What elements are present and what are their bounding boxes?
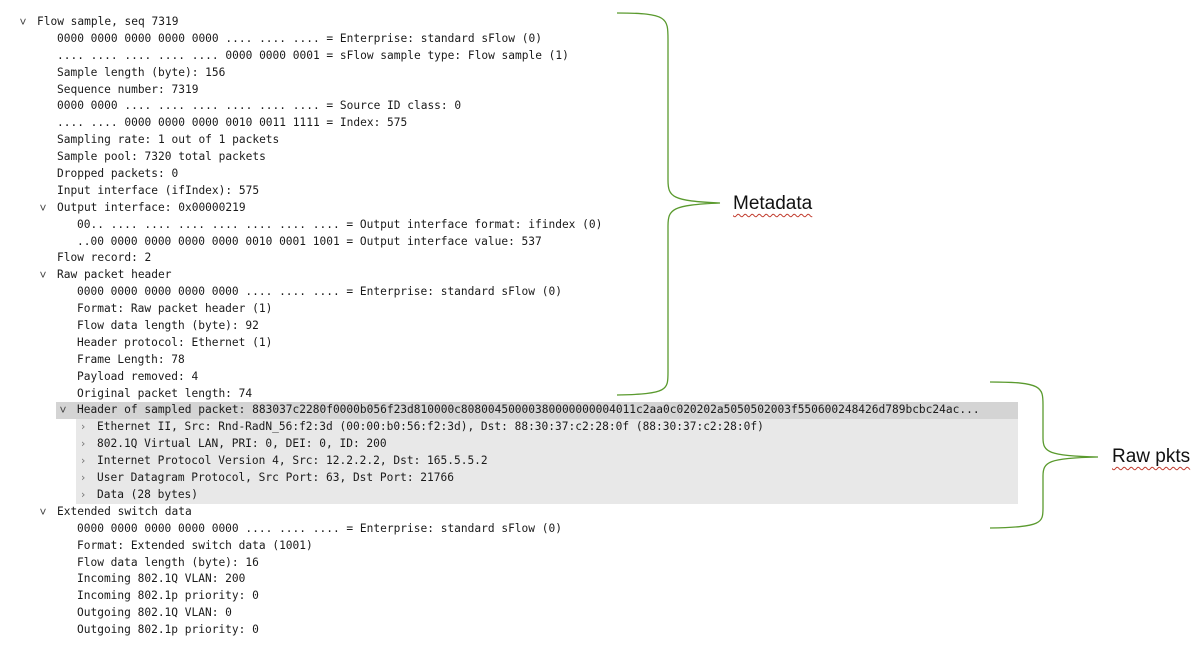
tree-node-label: .... .... .... .... .... 0000 0000 0001 …: [57, 48, 569, 62]
tree-field-row[interactable]: Flow record: 2: [0, 250, 1020, 267]
tree-node-label: Frame Length: 78: [77, 352, 185, 366]
tree-field-row[interactable]: Flow data length (byte): 92: [0, 318, 1020, 335]
tree-node-label: User Datagram Protocol, Src Port: 63, Ds…: [97, 471, 454, 485]
packet-details-tree: ˅ Flow sample, seq 7319 0000 0000 0000 000…: [0, 14, 1020, 639]
tree-field-row[interactable]: Outgoing 802.1p priority: 0: [0, 622, 1020, 639]
tree-field-row[interactable]: Original packet length: 74: [0, 386, 1020, 403]
tree-node-label: .... .... 0000 0000 0000 0010 0011 1111 …: [57, 116, 408, 130]
tree-node-row[interactable]: ˅ Header of sampled packet: 883037c2280f0…: [56, 402, 1018, 420]
tree-node-label: Format: Raw packet header (1): [77, 302, 273, 316]
tree-node-row[interactable]: › 802.1Q Virtual LAN, PRI: 0, DEI: 0, ID:…: [76, 436, 1018, 454]
tree-node-label: Flow sample, seq 7319: [37, 15, 179, 28]
tree-node-row[interactable]: ˅ Flow sample, seq 7319: [0, 14, 1020, 31]
tree-field-row[interactable]: Incoming 802.1p priority: 0: [0, 588, 1020, 605]
tree-node-label: 00.. .... .... .... .... .... .... .... …: [77, 217, 603, 231]
tree-node-row[interactable]: › Internet Protocol Version 4, Src: 12.2.…: [76, 453, 1018, 471]
tree-field-row[interactable]: Sample length (byte): 156: [0, 65, 1020, 82]
chevron-down-icon[interactable]: ˅: [39, 504, 47, 519]
tree-node-label: 0000 0000 .... .... .... .... .... .... …: [57, 99, 462, 113]
tree-field-row[interactable]: 0000 0000 0000 0000 0000 .... .... .... …: [0, 31, 1020, 48]
tree-field-row[interactable]: Payload removed: 4: [0, 369, 1020, 386]
tree-node-label: Data (28 bytes): [97, 487, 199, 501]
tree-node-row[interactable]: ˅ Extended switch data: [0, 504, 1020, 521]
tree-node-label: 0000 0000 0000 0000 0000 .... .... .... …: [77, 285, 562, 299]
tree-field-row[interactable]: Format: Extended switch data (1001): [0, 538, 1020, 555]
tree-field-row[interactable]: .... .... .... .... .... 0000 0000 0001 …: [0, 48, 1020, 65]
tree-node-label: Extended switch data: [57, 504, 192, 518]
tree-field-row[interactable]: 00.. .... .... .... .... .... .... .... …: [0, 217, 1020, 234]
tree-field-row[interactable]: .... .... 0000 0000 0000 0010 0011 1111 …: [0, 115, 1020, 132]
tree-field-row[interactable]: 0000 0000 .... .... .... .... .... .... …: [0, 98, 1020, 115]
tree-node-label: Internet Protocol Version 4, Src: 12.2.2…: [97, 454, 488, 468]
tree-node-label: Flow data length (byte): 92: [77, 319, 259, 333]
tree-field-row[interactable]: Outgoing 802.1Q VLAN: 0: [0, 605, 1020, 622]
tree-field-row[interactable]: Header protocol: Ethernet (1): [0, 335, 1020, 352]
tree-field-row[interactable]: Format: Raw packet header (1): [0, 301, 1020, 318]
chevron-right-icon[interactable]: ›: [79, 487, 87, 501]
chevron-right-icon[interactable]: ›: [79, 454, 87, 468]
tree-node-label: Input interface (ifIndex): 575: [57, 183, 260, 197]
tree-node-label: Original packet length: 74: [77, 386, 253, 400]
tree-node-row[interactable]: ˅ Output interface: 0x00000219: [0, 200, 1020, 217]
tree-field-row[interactable]: Sampling rate: 1 out of 1 packets: [0, 132, 1020, 149]
tree-node-label: 0000 0000 0000 0000 0000 .... .... .... …: [77, 521, 562, 535]
tree-field-row[interactable]: Input interface (ifIndex): 575: [0, 183, 1020, 200]
tree-node-label: Dropped packets: 0: [57, 167, 179, 181]
chevron-down-icon[interactable]: ˅: [59, 403, 67, 418]
tree-node-label: Incoming 802.1p priority: 0: [77, 589, 259, 603]
tree-field-row[interactable]: Sample pool: 7320 total packets: [0, 149, 1020, 166]
tree-node-label: Output interface: 0x00000219: [57, 200, 246, 214]
tree-node-label: 802.1Q Virtual LAN, PRI: 0, DEI: 0, ID: …: [97, 437, 387, 451]
chevron-right-icon[interactable]: ›: [79, 420, 87, 434]
tree-node-label: Payload removed: 4: [77, 369, 199, 383]
metadata-label: Metadata: [733, 193, 813, 214]
tree-node-label: Sampling rate: 1 out of 1 packets: [57, 133, 280, 147]
chevron-down-icon[interactable]: ˅: [19, 15, 27, 29]
tree-node-label: Sample length (byte): 156: [57, 65, 226, 79]
tree-node-label: Flow data length (byte): 16: [77, 555, 259, 569]
chevron-right-icon[interactable]: ›: [79, 471, 87, 485]
tree-node-label: Incoming 802.1Q VLAN: 200: [77, 572, 246, 586]
tree-node-row[interactable]: › User Datagram Protocol, Src Port: 63, D…: [76, 470, 1018, 487]
tree-node-label: Format: Extended switch data (1001): [77, 538, 313, 552]
tree-field-row[interactable]: Frame Length: 78: [0, 352, 1020, 369]
tree-field-row[interactable]: ..00 0000 0000 0000 0000 0010 0001 1001 …: [0, 234, 1020, 251]
chevron-down-icon[interactable]: ˅: [39, 200, 47, 215]
tree-node-label: Flow record: 2: [57, 251, 152, 265]
tree-node-label: Ethernet II, Src: Rnd-RadN_56:f2:3d (00:…: [97, 420, 764, 434]
tree-node-label: ..00 0000 0000 0000 0000 0010 0001 1001 …: [77, 234, 542, 248]
tree-field-row[interactable]: Dropped packets: 0: [0, 166, 1020, 183]
chevron-right-icon[interactable]: ›: [79, 437, 87, 451]
tree-field-row[interactable]: Flow data length (byte): 16: [0, 555, 1020, 572]
tree-field-row[interactable]: Incoming 802.1Q VLAN: 200: [0, 571, 1020, 588]
tree-node-row[interactable]: ˅ Raw packet header: [0, 267, 1020, 284]
tree-node-label: Header of sampled packet: 883037c2280f00…: [77, 403, 980, 417]
tree-node-label: Header protocol: Ethernet (1): [77, 335, 273, 349]
tree-node-label: Sample pool: 7320 total packets: [57, 150, 266, 164]
tree-node-label: Outgoing 802.1p priority: 0: [77, 623, 259, 637]
tree-field-row[interactable]: Sequence number: 7319: [0, 82, 1020, 99]
tree-field-row[interactable]: 0000 0000 0000 0000 0000 .... .... .... …: [0, 284, 1020, 301]
tree-node-row[interactable]: › Data (28 bytes): [76, 486, 1018, 504]
tree-node-row[interactable]: › Ethernet II, Src: Rnd-RadN_56:f2:3d (00…: [76, 419, 1018, 437]
tree-node-label: Sequence number: 7319: [57, 82, 199, 96]
tree-field-row[interactable]: 0000 0000 0000 0000 0000 .... .... .... …: [0, 521, 1020, 538]
tree-node-label: Outgoing 802.1Q VLAN: 0: [77, 606, 232, 620]
tree-node-label: 0000 0000 0000 0000 0000 .... .... .... …: [57, 31, 542, 45]
raw-pkts-label: Raw pkts: [1112, 446, 1191, 467]
chevron-down-icon[interactable]: ˅: [39, 268, 47, 283]
tree-node-label: Raw packet header: [57, 268, 172, 282]
